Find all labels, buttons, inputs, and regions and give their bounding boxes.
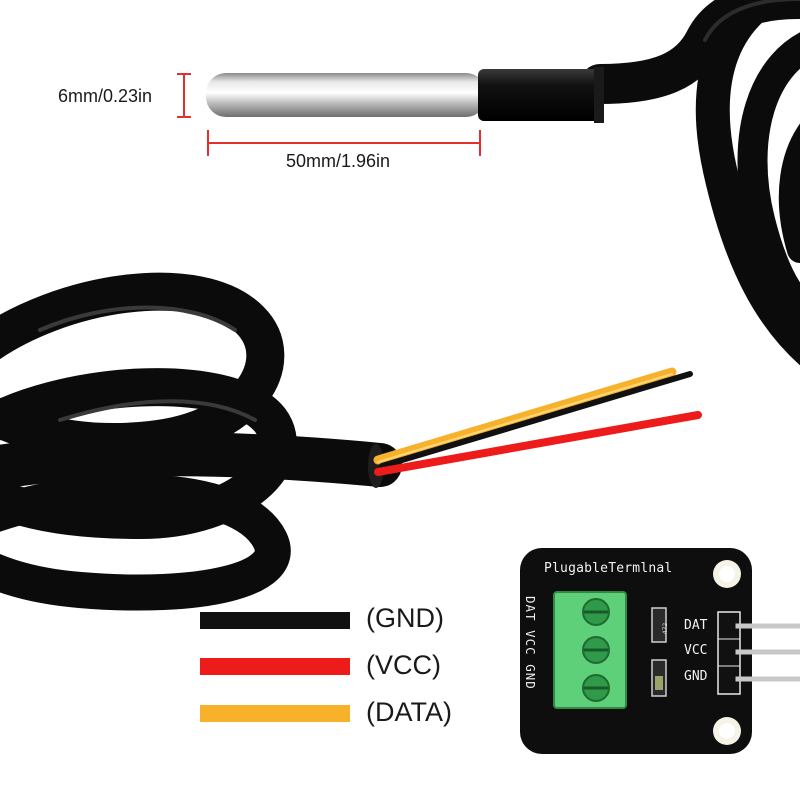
legend-label-data: (DATA)	[366, 697, 452, 727]
legend-label-gnd: (GND)	[366, 603, 444, 633]
board-title: PlugableTermlnal	[544, 561, 673, 576]
legend-line-vcc	[200, 658, 350, 675]
pin-label-gnd: GND	[684, 669, 708, 684]
exposed-wires	[373, 367, 702, 476]
pin-label-vcc: VCC	[684, 643, 708, 658]
resistor	[651, 607, 667, 643]
resistor-code: 472	[662, 622, 670, 635]
length-label: 50mm/1.96in	[286, 151, 391, 171]
probe	[206, 67, 604, 123]
cable-coil-left	[0, 272, 402, 611]
diameter-label: 6mm/0.23in	[58, 86, 153, 106]
board-side-label: DAT VCC GND	[523, 596, 538, 690]
pin-label-dat: DAT	[684, 618, 708, 633]
legend-label-vcc: (VCC)	[366, 650, 441, 680]
cable-coil-top	[580, 0, 800, 366]
dimension-markers	[177, 73, 481, 156]
legend-line-gnd	[200, 612, 350, 629]
legend-line-data	[200, 705, 350, 722]
terminal-board	[520, 548, 800, 754]
